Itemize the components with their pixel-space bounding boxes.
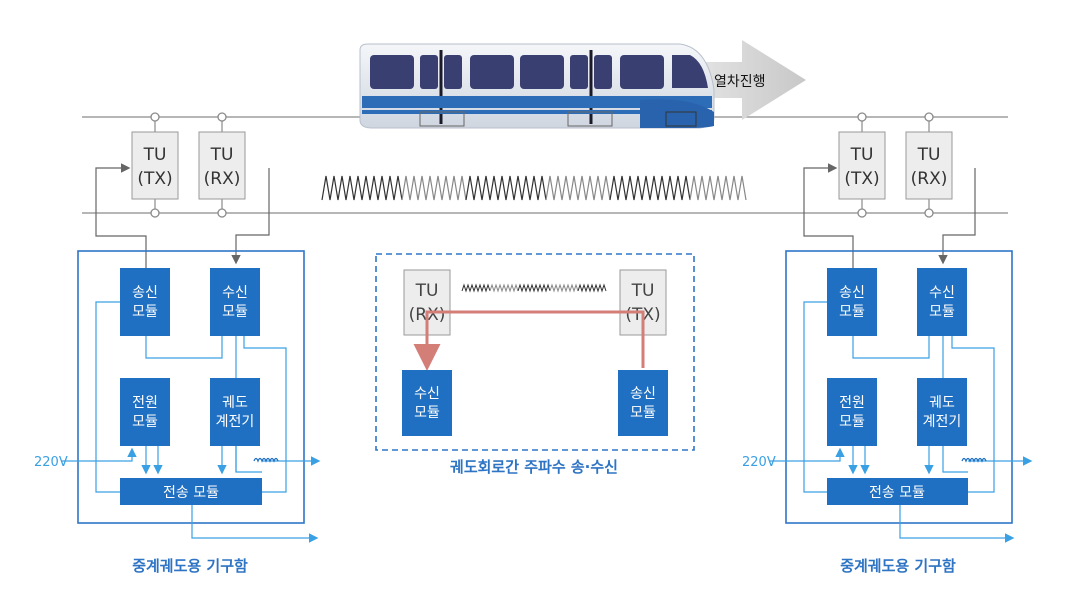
left-box-caption: 중계궤도용 기구함 [132,557,248,575]
train-direction-arrow: 열차진행 [686,40,806,120]
left-receive-module: 수신 모듈 [210,268,260,336]
svg-text:모듈: 모듈 [839,414,865,430]
right-transmit-module: 송신 모듈 [827,268,877,336]
center-box-caption: 궤도회로간 주파수 송·수신 [450,458,618,476]
right-supply-voltage: 220V [742,455,776,470]
left-supply-voltage: 220V [34,455,68,470]
train-direction-label: 열차진행 [714,74,766,90]
svg-text:모듈: 모듈 [414,405,440,421]
right-transmission-module: 전송 모듈 [827,478,968,505]
center-transmit-module: 송신 모듈 [618,370,668,436]
svg-text:모듈: 모듈 [630,405,656,421]
svg-text:궤도: 궤도 [929,395,955,411]
center-receive-module: 수신 모듈 [402,370,452,436]
left-transmission-module: 전송 모듈 [120,478,262,505]
svg-text:모듈: 모듈 [929,304,955,320]
tu-label: TU [143,145,167,165]
left-coil-icon [253,457,279,463]
tx-label: (TX) [137,169,172,189]
center-signal-waveform [461,283,607,293]
svg-text:수신: 수신 [414,386,440,402]
right-tu-rx: TU (RX) [905,112,953,218]
svg-text:모듈: 모듈 [839,304,865,320]
left-equipment-frame [77,250,305,524]
right-equipment-frame [785,250,1013,524]
tu-label: TU [210,145,234,165]
svg-text:송신: 송신 [630,386,656,402]
svg-text:계전기: 계전기 [216,414,255,430]
svg-text:계전기: 계전기 [923,414,962,430]
svg-text:전원: 전원 [132,395,158,411]
center-detail-frame [375,253,695,451]
tu-label: TU [917,145,941,165]
svg-text:전송 모듈: 전송 모듈 [163,485,219,501]
signal-waveform [321,175,747,201]
left-tu-tx: TU (TX) [131,112,179,218]
right-box-caption: 중계궤도용 기구함 [840,557,956,575]
tu-label: TU [850,145,874,165]
right-power-module: 전원 모듈 [827,378,877,446]
tu-label: TU [415,281,439,301]
tu-label: TU [631,281,655,301]
svg-text:전원: 전원 [839,395,865,411]
right-track-relay: 궤도 계전기 [917,378,967,446]
rx-label: (RX) [911,169,948,189]
left-track-relay: 궤도 계전기 [210,378,260,446]
left-power-module: 전원 모듈 [120,378,170,446]
svg-text:전송 모듈: 전송 모듈 [869,485,925,501]
right-tu-tx: TU (TX) [838,112,886,218]
svg-text:궤도: 궤도 [222,395,248,411]
rx-label: (RX) [204,169,241,189]
left-transmit-module: 송신 모듈 [120,268,170,336]
left-tu-wires [95,163,270,268]
right-tu-wires [803,163,976,268]
svg-text:수신: 수신 [222,285,248,301]
right-coil-icon [961,457,987,463]
right-receive-module: 수신 모듈 [917,268,967,336]
svg-text:모듈: 모듈 [132,304,158,320]
svg-text:송신: 송신 [132,285,158,301]
center-link-path [413,310,645,371]
left-tu-rx: TU (RX) [198,112,246,218]
train-icon [359,43,715,129]
tx-label: (TX) [844,169,879,189]
svg-text:모듈: 모듈 [222,304,248,320]
svg-text:수신: 수신 [929,285,955,301]
svg-text:모듈: 모듈 [132,414,158,430]
svg-text:송신: 송신 [839,285,865,301]
